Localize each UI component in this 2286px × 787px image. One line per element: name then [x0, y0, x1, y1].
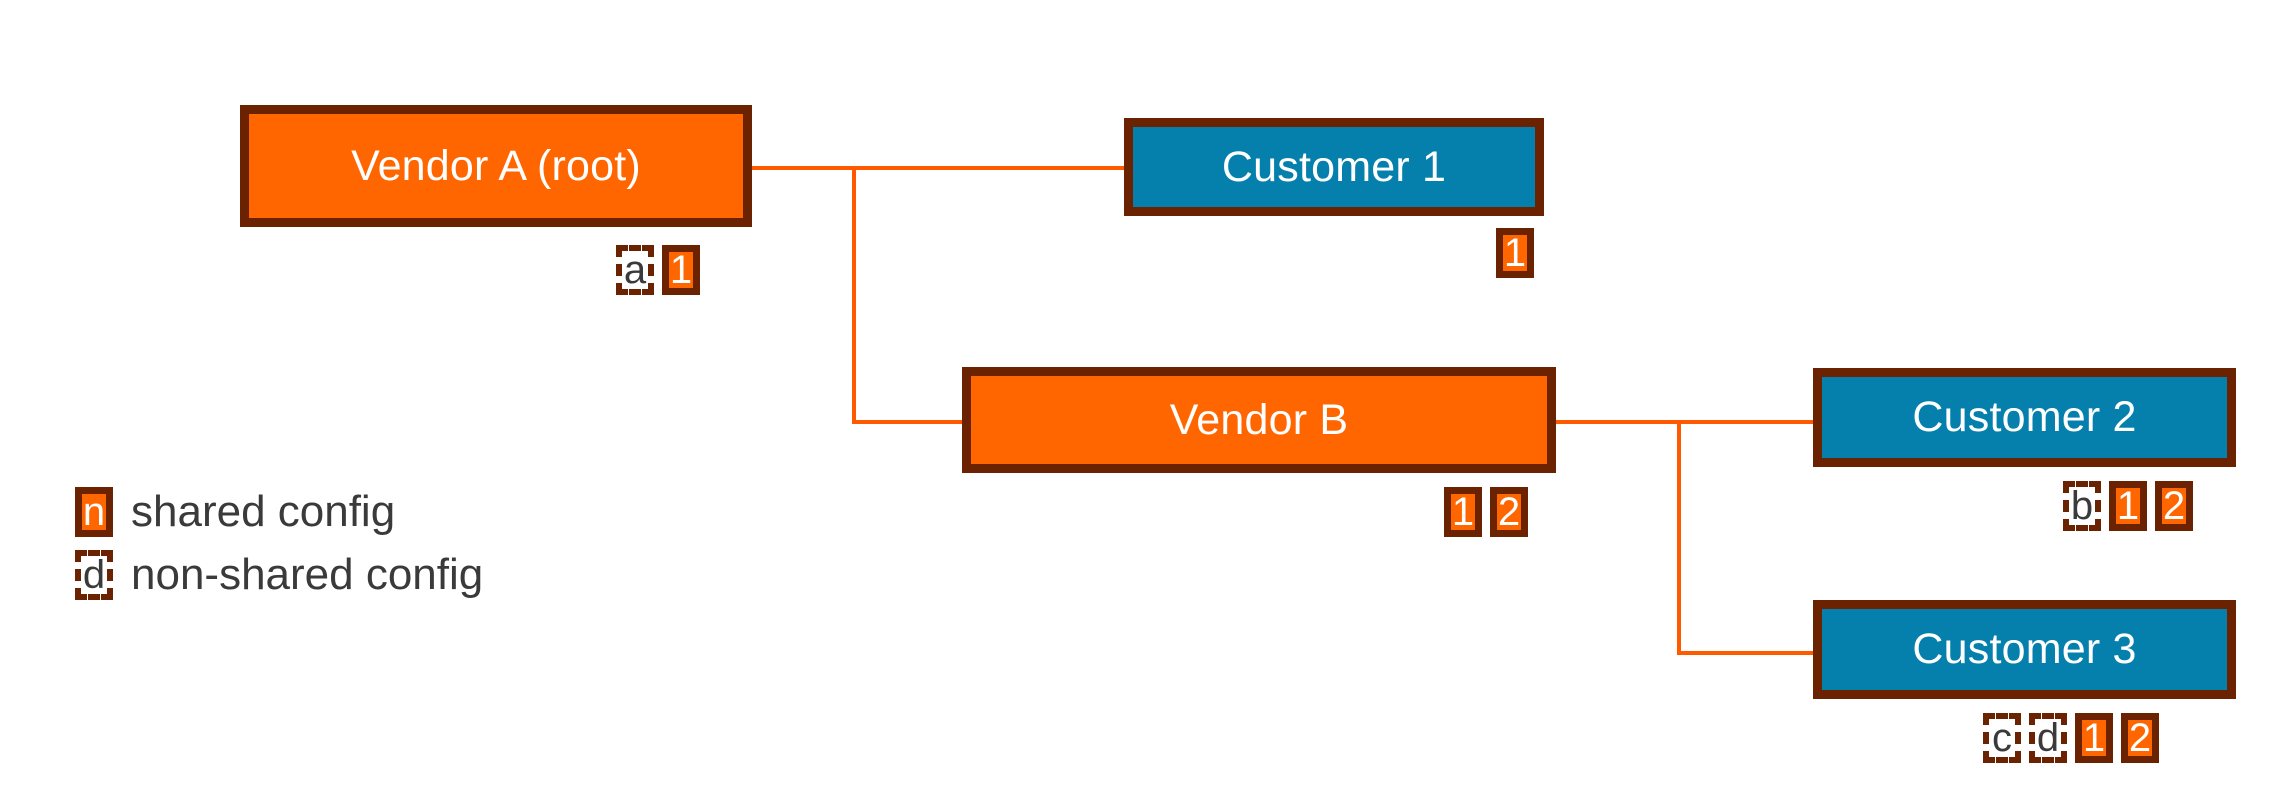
node-vendor-a[interactable]: Vendor A (root): [240, 105, 752, 227]
badge-shared-1[interactable]: 1: [1496, 228, 1534, 278]
legend-item-non-shared: d non-shared config: [75, 543, 483, 606]
badge-shared-1[interactable]: 1: [2109, 481, 2147, 531]
edge-vendor-b-to-customer-3: [1677, 651, 1819, 655]
badge-row-vendor-b: 1 2: [1444, 487, 1528, 537]
legend-badge-shared-icon: n: [75, 486, 113, 537]
badge-shared-1[interactable]: 1: [2075, 713, 2113, 763]
node-customer-1[interactable]: Customer 1: [1124, 118, 1544, 216]
badge-non-shared-a[interactable]: a: [616, 245, 654, 295]
node-customer-3-label: Customer 3: [1912, 625, 2137, 673]
badge-shared-2[interactable]: 2: [1490, 487, 1528, 537]
edge-vendor-a-to-vendor-b: [852, 420, 967, 424]
badge-row-customer-3: c d 1 2: [1983, 713, 2159, 763]
badge-row-vendor-a: a 1: [616, 245, 700, 295]
node-customer-1-label: Customer 1: [1221, 142, 1447, 191]
node-customer-2[interactable]: Customer 2: [1813, 368, 2236, 467]
legend-label-non-shared: non-shared config: [131, 549, 484, 599]
edge-vendor-b-trunk: [1556, 420, 1818, 424]
badge-non-shared-d[interactable]: d: [2029, 713, 2067, 763]
edge-vendor-b-vertical-branch: [1677, 420, 1681, 655]
badge-shared-1[interactable]: 1: [1444, 487, 1482, 537]
node-vendor-b[interactable]: Vendor B: [962, 367, 1556, 473]
node-customer-3[interactable]: Customer 3: [1813, 600, 2236, 699]
legend-item-shared: n shared config: [75, 480, 483, 543]
badge-shared-1[interactable]: 1: [662, 245, 700, 295]
legend-badge-non-shared-icon: d: [75, 549, 113, 600]
badge-row-customer-2: b 1 2: [2063, 481, 2193, 531]
edge-vendor-a-trunk: [744, 166, 1126, 170]
edge-vendor-a-vertical-branch: [852, 166, 856, 424]
badge-row-customer-1: 1: [1496, 228, 1534, 278]
legend-label-shared: shared config: [131, 486, 396, 536]
node-customer-2-label: Customer 2: [1912, 393, 2137, 441]
node-vendor-b-label: Vendor B: [1169, 395, 1349, 444]
legend: n shared config d non-shared config: [75, 480, 483, 606]
badge-non-shared-b[interactable]: b: [2063, 481, 2101, 531]
badge-shared-2[interactable]: 2: [2155, 481, 2193, 531]
badge-non-shared-c[interactable]: c: [1983, 713, 2021, 763]
node-vendor-a-label: Vendor A (root): [351, 141, 641, 190]
badge-shared-2[interactable]: 2: [2121, 713, 2159, 763]
